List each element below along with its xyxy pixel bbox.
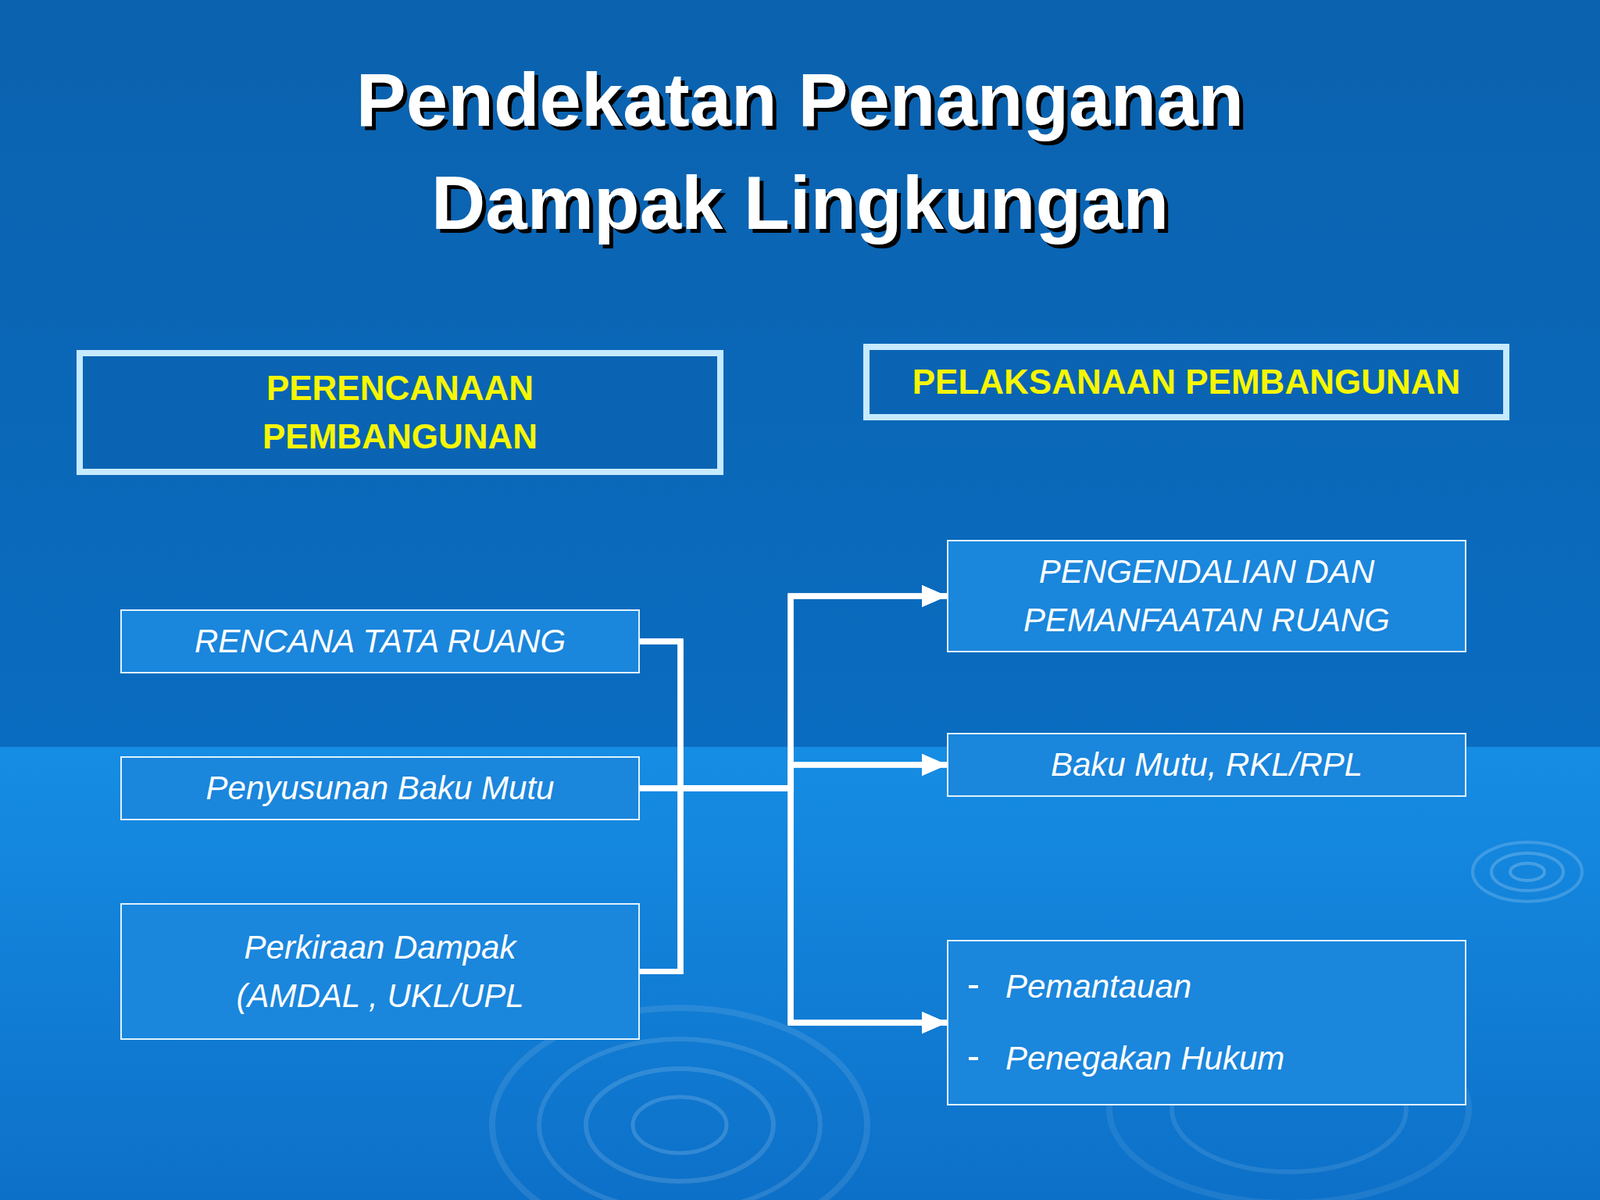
slide-title: Pendekatan Penanganan Dampak Lingkungan [214,48,1386,255]
bullet-dash [968,985,979,989]
header-text: PELAKSANAAN PEMBANGUNAN [912,357,1461,407]
section-header: PELAKSANAAN PEMBANGUNAN [863,343,1510,421]
flow-connector [639,788,947,1023]
lower-band [0,746,1600,1200]
process-box: Penyusunan Baku Mutu [120,756,640,821]
box-text: RENCANA TATA RUANG [194,617,566,666]
flow-connector [639,788,947,1023]
list-row: Pemantauan [968,950,1192,1023]
header-text: PERENCANAAN PEMBANGUNAN [181,364,619,461]
list-item-text: Pemantauan [1005,962,1192,1011]
section-header: PERENCANAAN PEMBANGUNAN [76,350,724,475]
process-box: RENCANA TATA RUANG [120,609,640,674]
box-text: Penyusunan Baku Mutu [206,764,555,813]
bullet-dash [968,1057,979,1061]
box-text: Perkiraan Dampak (AMDAL , UKL/UPL [196,923,565,1021]
process-box: Perkiraan Dampak (AMDAL , UKL/UPL [120,903,640,1040]
box-text: PENGENDALIAN DAN PEMANFAATAN RUANG [964,547,1450,645]
box-text: Baku Mutu, RKL/RPL [1050,740,1363,790]
water-ripples [492,842,1583,1200]
process-box: PENGENDALIAN DAN PEMANFAATAN RUANG [946,539,1467,653]
action-list-box: PemantauanPenegakan Hukum [946,939,1467,1106]
upper-ground [0,0,1600,747]
list-item-text: Penegakan Hukum [1005,1034,1285,1083]
list-row: Penegakan Hukum [968,1022,1285,1095]
process-box: Baku Mutu, RKL/RPL [946,732,1467,797]
